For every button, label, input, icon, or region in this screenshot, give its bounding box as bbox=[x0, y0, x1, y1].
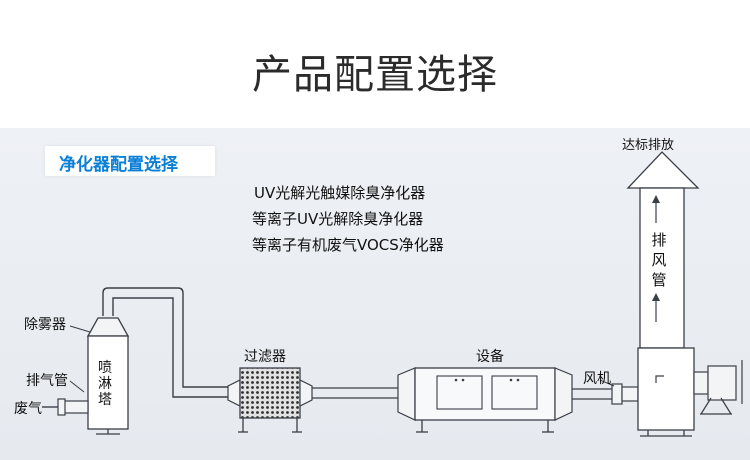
filter-unit bbox=[227, 367, 313, 433]
label-leaders bbox=[69, 325, 91, 393]
purifier-equipment bbox=[397, 367, 573, 433]
option-3: 等离子有机废气VOCS净化器 bbox=[252, 236, 444, 254]
spray-tower bbox=[86, 317, 130, 435]
label-equipment: 设备 bbox=[476, 349, 504, 365]
duct-spray-to-filter bbox=[102, 287, 228, 398]
label-spray-tower: 喷淋塔 bbox=[98, 360, 112, 408]
page-title: 产品配置选择 bbox=[252, 52, 498, 98]
label-fan: 风机 bbox=[583, 371, 611, 387]
section-tag: 净化器配置选择 bbox=[45, 146, 215, 176]
duct-equipment-to-fan bbox=[572, 388, 615, 400]
duct-filter-to-equipment bbox=[312, 387, 405, 399]
label-waste-gas: 废气 bbox=[14, 401, 42, 417]
exhaust-stack bbox=[626, 151, 700, 349]
inlet-nozzle bbox=[42, 398, 89, 416]
label-discharge-pipe: 排风管 bbox=[651, 231, 667, 289]
label-compliance: 达标排放 bbox=[622, 138, 675, 153]
label-filter: 过滤器 bbox=[244, 349, 286, 365]
fan-motor bbox=[693, 360, 743, 415]
fan-housing bbox=[637, 347, 695, 437]
label-exhaust-pipe: 排气管 bbox=[26, 373, 68, 389]
option-1: UV光解光触媒除臭净化器 bbox=[254, 184, 426, 202]
section-tag-label: 净化器配置选择 bbox=[59, 155, 178, 175]
option-2: 等离子UV光解除臭净化器 bbox=[252, 210, 424, 228]
label-mist-remover: 除雾器 bbox=[24, 317, 66, 333]
